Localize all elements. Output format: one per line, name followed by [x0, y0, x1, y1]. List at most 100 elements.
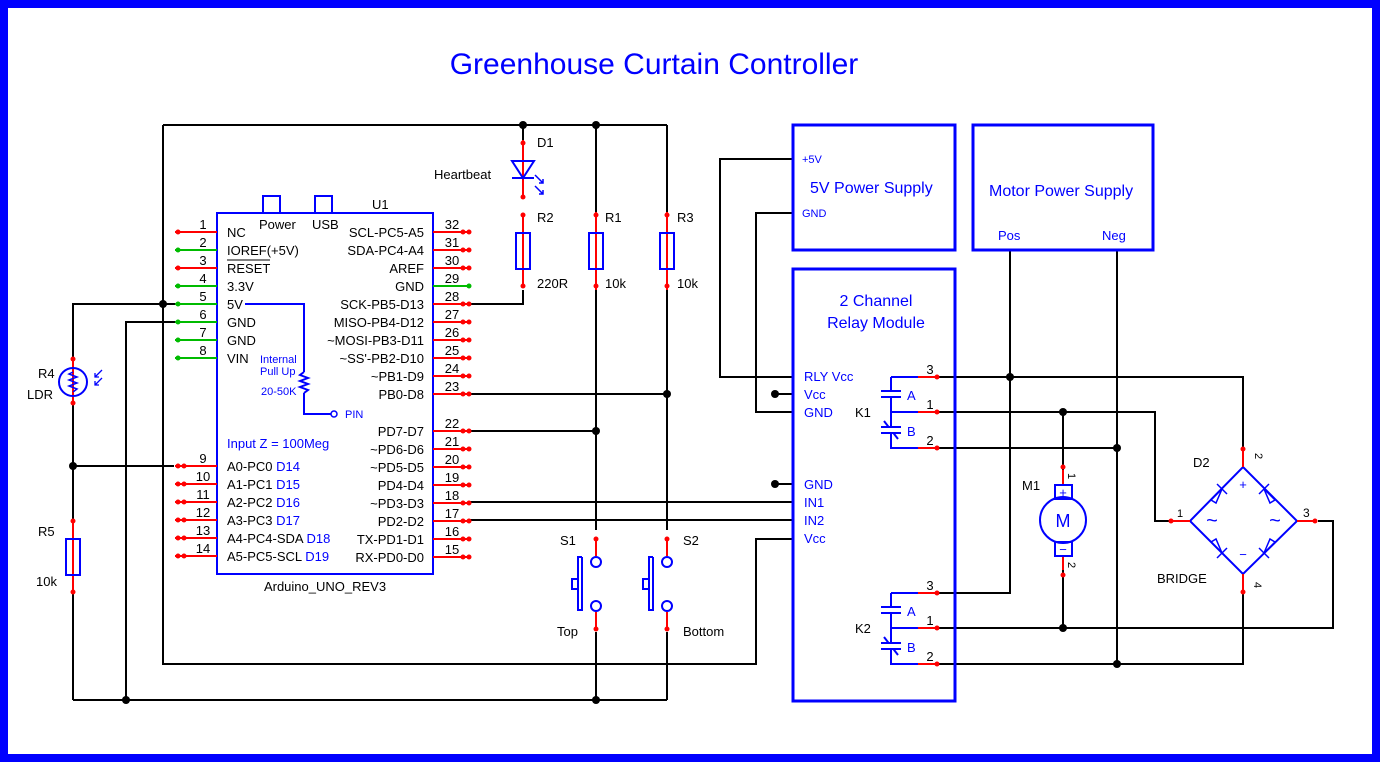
- r5-value: 10k: [36, 574, 57, 589]
- switch-s2: S2 Bottom: [642, 533, 724, 639]
- pullup-value: 20-50K: [261, 386, 297, 398]
- r2-value: 220R: [537, 276, 568, 291]
- junction-dots: [69, 121, 1121, 704]
- pin-digital-alias: D14: [273, 459, 300, 474]
- wire-motor-pos: [937, 250, 1011, 594]
- psu-motor-title: Motor Power Supply: [989, 183, 1133, 200]
- pin-number: 29: [445, 271, 459, 286]
- arduino-pin-18: 18~PD3-D3: [370, 488, 472, 511]
- pin-label: 5V: [227, 297, 243, 312]
- pin-number: 28: [445, 289, 459, 304]
- pin-number: 16: [445, 524, 459, 539]
- wire-k2-1: [937, 520, 1334, 629]
- pin-label: ~PD5-D5: [370, 460, 424, 475]
- pin-digital-alias: D16: [273, 495, 300, 510]
- psu-motor-pos-label: Pos: [998, 228, 1021, 243]
- r2-ref: R2: [537, 210, 554, 225]
- psu5v-pos-label: +5V: [802, 154, 823, 166]
- pin-label: SDA-PC4-A4: [347, 243, 424, 258]
- pin-number: 26: [445, 325, 459, 340]
- ldr-icon: [66, 371, 80, 393]
- pin-number: 20: [445, 452, 459, 467]
- motor-minus: −: [1059, 542, 1067, 557]
- bridge-pin3: 3: [1303, 506, 1310, 520]
- r3-ref: R3: [677, 210, 694, 225]
- arduino-pin-20: 20 ~PD5-D5: [370, 452, 472, 475]
- power-jack-icon: [262, 195, 281, 214]
- s2-ref: S2: [683, 533, 699, 548]
- resistor-r2: R2 220R: [515, 210, 568, 291]
- pin-label: VIN: [227, 351, 249, 366]
- arduino-ref: U1: [372, 197, 389, 212]
- bridge-pin4: 4: [1251, 582, 1263, 588]
- pin-label: ~SS'-PB2-D10: [340, 351, 425, 366]
- psu-motor: Motor Power Supply Pos Neg: [971, 123, 1155, 252]
- pin-number: 7: [199, 325, 206, 340]
- pin-number: 17: [445, 506, 459, 521]
- contact-pin-number: 3: [926, 362, 933, 377]
- motor-pin2: 2: [1065, 562, 1077, 568]
- arduino-pin-1: 1NC: [175, 217, 246, 240]
- pin-number: 2: [199, 235, 206, 250]
- pin-number: 11: [196, 487, 210, 502]
- arduino-pin-25: 25 ~SS'-PB2-D10: [340, 343, 472, 366]
- contact-b-label: B: [907, 640, 916, 655]
- bridge-ac-left: ~: [1206, 510, 1218, 532]
- resistor-r3: R3 10k: [659, 210, 698, 291]
- arduino-pin-5: 55V: [175, 289, 243, 312]
- wire-psu-gnd: [755, 212, 793, 413]
- relay-pin-vcc: Vcc: [804, 387, 826, 402]
- contact-a-label: A: [907, 604, 916, 619]
- pin-number: 21: [445, 434, 459, 449]
- pin-number: 3: [199, 253, 206, 268]
- wire-motor-neg: [937, 250, 1118, 665]
- d1-ref: D1: [537, 135, 554, 150]
- bridge-minus: −: [1239, 547, 1247, 562]
- pin-label: PD4-D4: [378, 478, 424, 493]
- relay-pin-vcc-2: Vcc: [804, 531, 826, 546]
- input-impedance-label: Input Z = 100Meg: [227, 436, 329, 451]
- pullup-label-2: Pull Up: [260, 366, 295, 378]
- r4-value: LDR: [27, 387, 53, 402]
- relay-pin-rly-vcc: RLY Vcc: [804, 369, 854, 384]
- relay-title-1: 2 Channel: [840, 293, 913, 310]
- pin-label: ~PD6-D6: [370, 442, 424, 457]
- pin-label: A5-PC5-SCL D19: [227, 549, 329, 564]
- pin-label: AREF: [389, 261, 424, 276]
- relay-module: 2 Channel Relay Module RLY Vcc Vcc GND G…: [791, 267, 957, 703]
- pin-number: 30: [445, 253, 459, 268]
- arduino-pin-26: 26 ~MOSI-PB3-D11: [327, 325, 472, 348]
- pin-number: 15: [445, 542, 459, 557]
- pin-number: 25: [445, 343, 459, 358]
- contact-pin-number: 3: [926, 578, 933, 593]
- pin-number: 31: [445, 235, 459, 250]
- r1-ref: R1: [605, 210, 622, 225]
- pin-label: ~MOSI-PB3-D11: [327, 333, 424, 348]
- led-d1: D1 Heartbeat: [434, 135, 554, 200]
- bridge-ac-right: ~: [1269, 510, 1281, 532]
- relay-pin-in2: IN2: [804, 513, 824, 528]
- pin-label: SCK-PB5-D13: [340, 297, 424, 312]
- motor-icon: [1039, 496, 1087, 544]
- usb-label: USB: [312, 217, 339, 232]
- wire-5v-ldr: [72, 303, 175, 358]
- motor-symbol: M: [1056, 511, 1071, 531]
- pin-label: ~PB1-D9: [371, 369, 424, 384]
- relay-k2-label: K2: [855, 621, 871, 636]
